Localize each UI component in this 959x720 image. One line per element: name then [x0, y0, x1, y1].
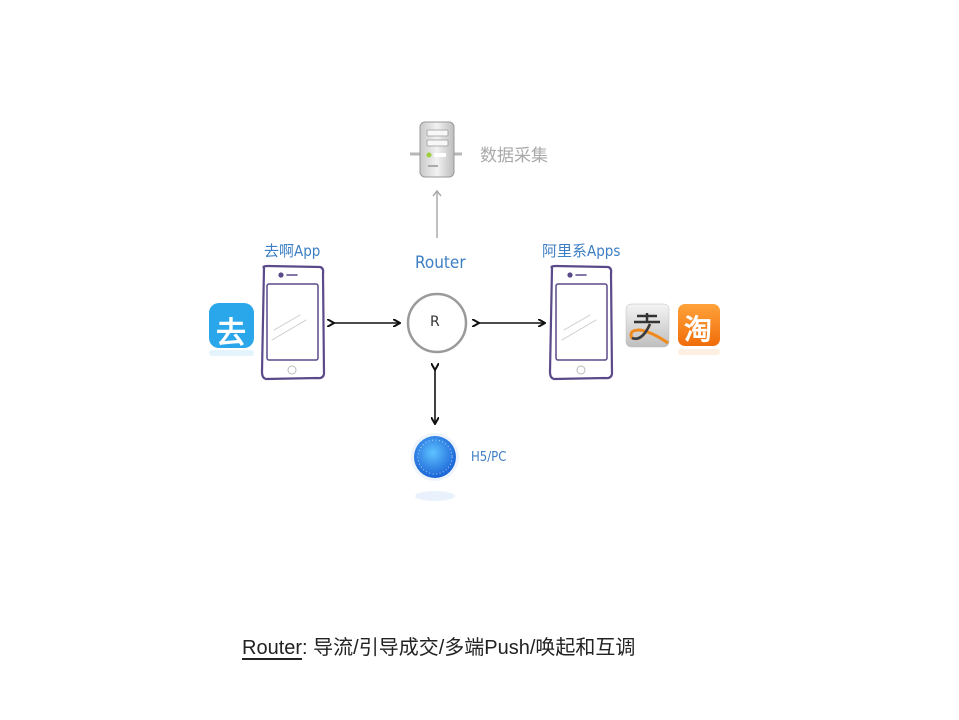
h5-pc-label: H5/PC: [471, 450, 507, 465]
phone-icon-right: [548, 264, 614, 381]
caption-text: : 导流/引导成交/多端Push/唤起和互调: [302, 637, 636, 659]
qua-app-icon: [209, 303, 254, 356]
alipay-icon-glyph: 支: [634, 308, 635, 309]
router-symbol: R: [430, 314, 440, 330]
data-collection-label: 数据采集: [480, 146, 548, 166]
server-icon: [410, 121, 462, 178]
qua-app-icon-glyph: 去: [216, 316, 246, 351]
safari-compass-icon: [411, 433, 459, 501]
router-node: [406, 292, 468, 354]
taobao-icon-glyph: 淘: [684, 313, 713, 346]
taobao-icon: [678, 304, 720, 355]
router-title: Router: [415, 253, 466, 273]
alipay-icon: [625, 303, 670, 348]
caption: Router: 导流/引导成交/多端Push/唤起和互调: [242, 631, 635, 660]
caption-key: Router: [242, 637, 303, 659]
qua-app-label: 去啊App: [264, 242, 321, 260]
ali-apps-label: 阿里系Apps: [542, 242, 621, 260]
phone-icon-left: [260, 264, 326, 381]
